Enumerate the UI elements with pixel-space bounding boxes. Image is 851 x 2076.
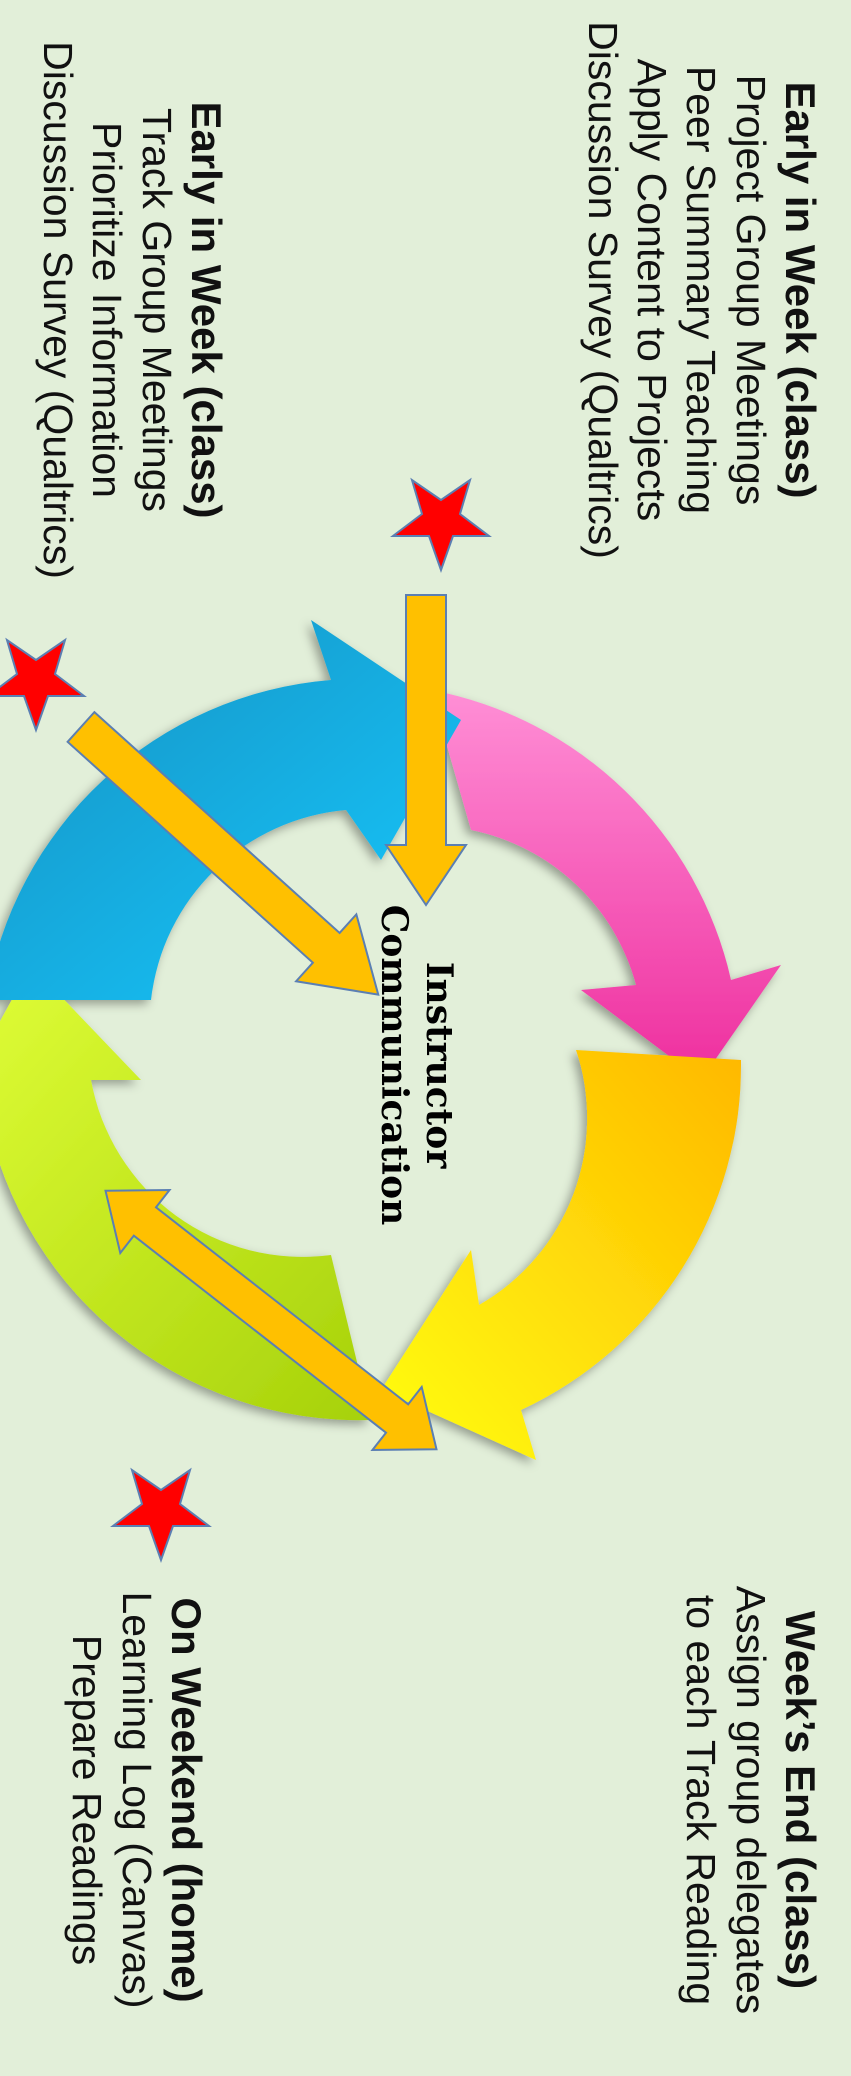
cycle-segment-blue bbox=[0, 620, 461, 1000]
block-early-week-project: Early in Week (class) Project Group Meet… bbox=[578, 10, 825, 570]
block-on-weekend: On Weekend (home) Learning Log (Canvas) … bbox=[62, 1560, 211, 2040]
center-label-line2: Communication bbox=[373, 904, 415, 1226]
cycle-segment-yellow bbox=[381, 1050, 742, 1460]
instructor-communication-label: Instructor Communication bbox=[371, 900, 461, 1230]
block-early-week-track: Early in Week (class) Track Group Meetin… bbox=[33, 10, 231, 610]
block-line: Learning Log (Canvas) bbox=[113, 1591, 160, 2009]
block-line: Peer Summary Teaching bbox=[678, 65, 725, 515]
block-line: Apply Content to Projects bbox=[629, 58, 676, 522]
block-line: Prioritize Information bbox=[84, 122, 131, 498]
block-heading: Early in Week (class) bbox=[777, 81, 824, 499]
arrow-double-bottom bbox=[104, 1188, 438, 1452]
block-line: Prepare Readings bbox=[64, 1634, 111, 1966]
block-line: to each Track Reading bbox=[678, 1594, 725, 2006]
block-line: Track Group Meetings bbox=[133, 107, 180, 513]
star-icon bbox=[110, 1467, 212, 1564]
star-icon bbox=[390, 477, 492, 574]
block-line: Discussion Survey (Qualtrics) bbox=[580, 21, 627, 559]
star-icon bbox=[0, 637, 87, 734]
arrow-diagonal-left bbox=[66, 710, 380, 996]
block-weeks-end: Week’s End (class) Assign group delegate… bbox=[676, 1560, 825, 2040]
center-label-line1: Instructor bbox=[418, 961, 460, 1169]
cycle-segment-pink bbox=[431, 690, 781, 1080]
block-line: Discussion Survey (Qualtrics) bbox=[35, 41, 82, 579]
instructor-arrows bbox=[66, 594, 468, 1452]
block-heading: Early in Week (class) bbox=[183, 101, 230, 519]
block-heading: Week’s End (class) bbox=[777, 1610, 824, 1990]
block-line: Project Group Meetings bbox=[727, 74, 774, 506]
block-heading: On Weekend (home) bbox=[163, 1597, 210, 2003]
block-line: Assign group delegates bbox=[727, 1585, 774, 2015]
arrow-down-top bbox=[384, 594, 468, 907]
star-markers bbox=[0, 477, 492, 1564]
